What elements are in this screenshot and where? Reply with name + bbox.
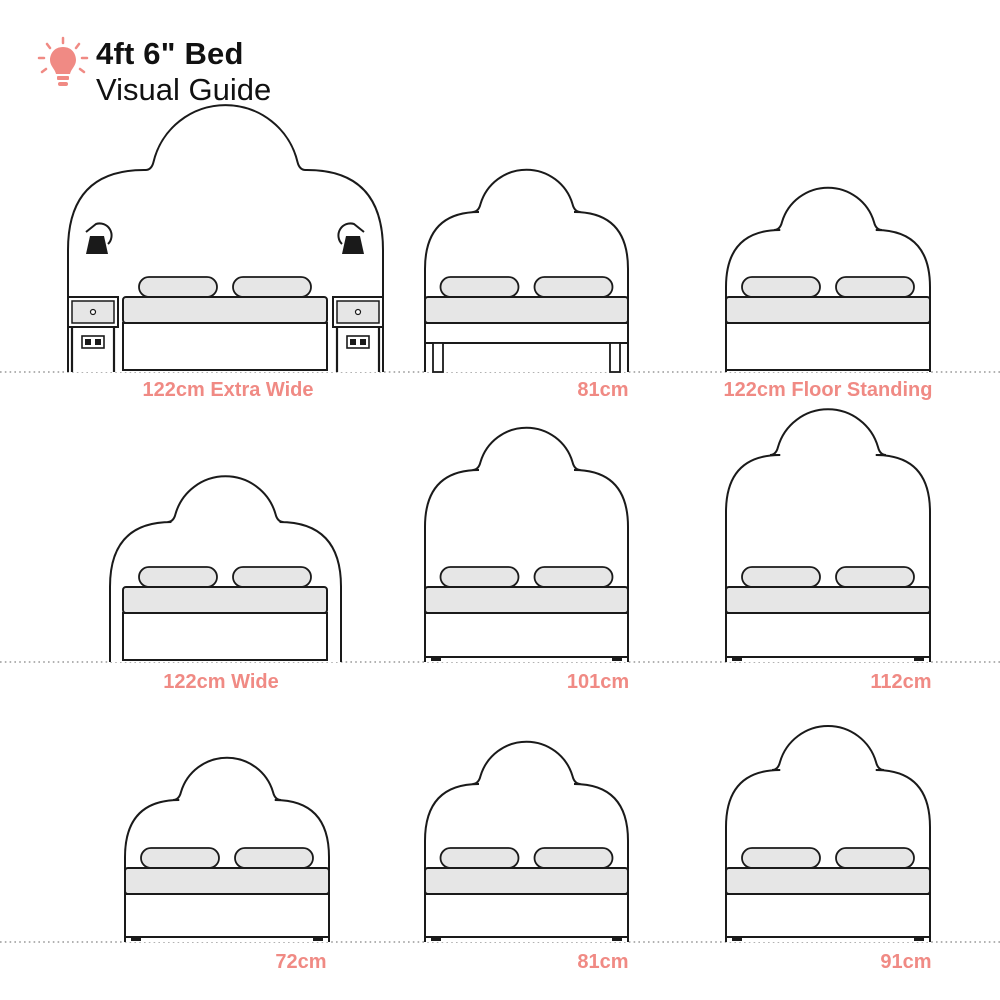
bed-foot — [732, 937, 742, 941]
pillow-right — [533, 566, 614, 588]
bed-caption: 81cm — [577, 951, 629, 973]
pillow-right — [533, 847, 614, 869]
socket-slot — [360, 339, 366, 345]
mattress — [124, 867, 330, 895]
mattress — [424, 586, 629, 614]
socket-slot — [85, 339, 91, 345]
bed-foot — [732, 657, 742, 661]
bed-base — [122, 612, 328, 661]
bed-illustration-4 — [109, 475, 342, 662]
pillow-right — [232, 276, 312, 298]
bed-leg — [432, 342, 444, 373]
bed-caption: 81cm — [577, 379, 629, 401]
pillow-left — [741, 566, 821, 588]
pillow-right — [234, 847, 314, 869]
bed-illustration-3 — [725, 186, 931, 372]
bed-caption: 72cm — [275, 951, 327, 973]
bed-caption: 122cm Wide — [163, 671, 279, 693]
mattress — [122, 296, 328, 324]
bed-illustration-5 — [424, 426, 629, 662]
pillow-right — [835, 566, 915, 588]
mattress — [424, 867, 629, 895]
pillow-left — [140, 847, 220, 869]
wall-lamp-arm — [85, 222, 113, 245]
pillow-left — [741, 276, 821, 298]
bed-base — [725, 893, 931, 938]
page-subtitle: Visual Guide — [96, 72, 272, 107]
drawer-knob — [354, 308, 362, 316]
pillow-left — [138, 276, 218, 298]
mattress — [725, 296, 931, 324]
pillow-right — [232, 566, 312, 588]
bed-foot — [612, 937, 622, 941]
page-title: 4ft 6" Bed — [96, 36, 244, 71]
bed-caption: 101cm — [566, 671, 630, 693]
lightbulb-icon — [37, 36, 89, 86]
bed-base — [424, 893, 629, 938]
socket-slot — [95, 339, 101, 345]
pillow-right — [533, 276, 614, 298]
bed-foot — [313, 937, 323, 941]
wall-lamp-shade — [86, 236, 108, 254]
wall-lamp-arm — [337, 222, 365, 245]
pillow-left — [138, 566, 218, 588]
bed-illustration-9 — [725, 725, 931, 942]
drawer-knob — [89, 308, 97, 316]
bed-illustration-6 — [725, 408, 931, 662]
bed-base — [122, 322, 328, 371]
pillow-left — [439, 847, 520, 869]
bed-illustration-8 — [424, 740, 629, 942]
bed-caption: 122cm Extra Wide — [142, 379, 314, 401]
bed-illustration-2 — [424, 168, 629, 373]
bed-foot — [131, 937, 141, 941]
bed-foot — [431, 657, 441, 661]
bed-base — [124, 893, 330, 938]
pillow-left — [741, 847, 821, 869]
mattress — [725, 586, 931, 614]
mattress — [725, 867, 931, 895]
bed-base — [725, 322, 931, 371]
bed-leg — [609, 342, 621, 373]
socket-slot — [350, 339, 356, 345]
pillow-right — [835, 847, 915, 869]
bed-illustration-7 — [124, 756, 330, 942]
mattress — [122, 586, 328, 614]
bed-caption: 91cm — [880, 951, 932, 973]
header: 4ft 6" Bed Visual Guide — [36, 34, 356, 114]
bed-illustration-1 — [67, 104, 384, 372]
bed-foot — [914, 657, 924, 661]
pillow-right — [835, 276, 915, 298]
bed-foot — [612, 657, 622, 661]
mattress — [424, 296, 629, 324]
bed-caption: 122cm Floor Standing — [723, 379, 933, 401]
bed-foot — [431, 937, 441, 941]
bed-base — [424, 612, 629, 658]
bed-caption: 112cm — [870, 671, 932, 693]
wall-lamp-shade — [342, 236, 364, 254]
pillow-left — [439, 276, 520, 298]
bed-base — [424, 322, 629, 344]
bed-base — [725, 612, 931, 658]
bed-foot — [914, 937, 924, 941]
pillow-left — [439, 566, 520, 588]
